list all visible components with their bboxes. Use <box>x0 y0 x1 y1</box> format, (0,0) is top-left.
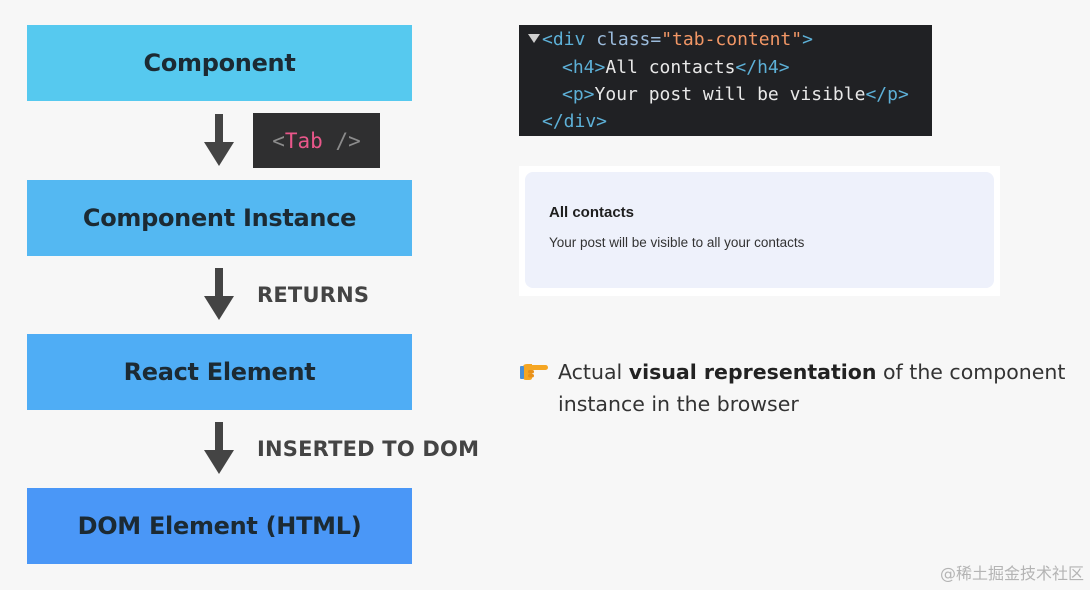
preview-body: Your post will be visible to all your co… <box>549 235 805 250</box>
dom-element-box: DOM Element (HTML) <box>27 488 412 564</box>
browser-preview: All contacts Your post will be visible t… <box>519 166 1000 296</box>
dom-element-label: DOM Element (HTML) <box>77 512 362 540</box>
component-box: Component <box>27 25 412 101</box>
react-element-box: React Element <box>27 334 412 410</box>
component-instance-label: Component Instance <box>82 204 357 232</box>
inserted-to-dom-label: INSERTED TO DOM <box>257 437 480 461</box>
pointing-hand-icon <box>520 364 548 380</box>
component-instance-box: Component Instance <box>27 180 412 256</box>
note-bold: visual representation <box>628 360 877 384</box>
code-line-h4: <h4>All contacts</h4> <box>562 57 790 78</box>
returns-label: RETURNS <box>257 283 370 307</box>
tab-chip-name: Tab <box>284 128 323 153</box>
code-line-div-open: <div class="tab-content"> <box>542 29 813 50</box>
preview-heading: All contacts <box>549 204 635 221</box>
down-arrow-icon <box>204 268 234 320</box>
code-line-p: <p>Your post will be visible</p> <box>562 84 909 105</box>
tab-content-card: All contacts Your post will be visible t… <box>525 172 994 288</box>
tab-chip-open: < <box>272 128 285 153</box>
expand-triangle-icon[interactable] <box>528 34 540 43</box>
note-line-2: instance in the browser <box>558 392 799 416</box>
tab-chip-close: /> <box>322 128 361 153</box>
code-line-div-close: </div> <box>542 111 608 132</box>
note-line-1: Actual visual representation of the comp… <box>558 360 1066 384</box>
react-element-label: React Element <box>123 358 316 386</box>
tab-component-chip: <Tab /> <box>253 113 380 168</box>
down-arrow-icon <box>204 114 234 166</box>
component-label: Component <box>143 49 296 77</box>
watermark: @稀土掘金技术社区 <box>939 564 1084 583</box>
devtools-code-panel: <div class="tab-content"> <h4>All contac… <box>519 25 932 136</box>
down-arrow-icon <box>204 422 234 474</box>
